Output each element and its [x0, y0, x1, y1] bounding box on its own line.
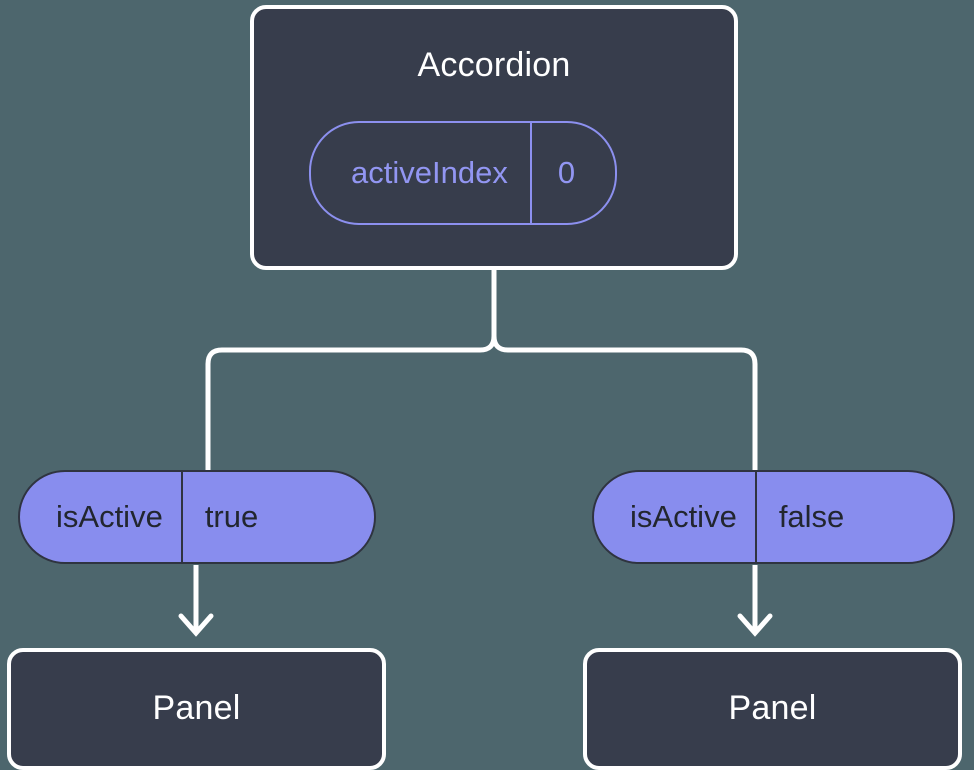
prop-badge-value: 0: [557, 155, 576, 190]
connector-root-fork-right: [491, 267, 758, 473]
prop-pill-is-active-true[interactable]: isActive true: [18, 470, 376, 564]
prop-pill-value: false: [778, 499, 845, 534]
prop-pill-divider: [754, 472, 757, 562]
prop-pill-value: true: [204, 499, 259, 534]
node-accordion[interactable]: Accordion activeIndex 0: [250, 5, 738, 270]
prop-badge-divider: [529, 123, 532, 223]
prop-badge-active-index[interactable]: activeIndex 0: [309, 121, 618, 225]
node-panel-left-title: Panel: [152, 689, 241, 728]
prop-pill-divider: [180, 472, 183, 562]
node-accordion-title: Accordion: [417, 46, 571, 84]
prop-pill-key: isActive: [630, 499, 737, 534]
node-panel-right[interactable]: Panel: [583, 648, 962, 770]
node-panel-right-title: Panel: [728, 689, 817, 728]
left-arrow-icon: [178, 613, 214, 637]
node-panel-left[interactable]: Panel: [7, 648, 386, 770]
right-arrow-icon: [737, 613, 773, 637]
prop-pill-is-active-false[interactable]: isActive false: [592, 470, 955, 564]
connector-root-fork: [205, 267, 497, 473]
prop-badge-key: activeIndex: [351, 155, 508, 190]
prop-pill-key: isActive: [56, 499, 163, 534]
